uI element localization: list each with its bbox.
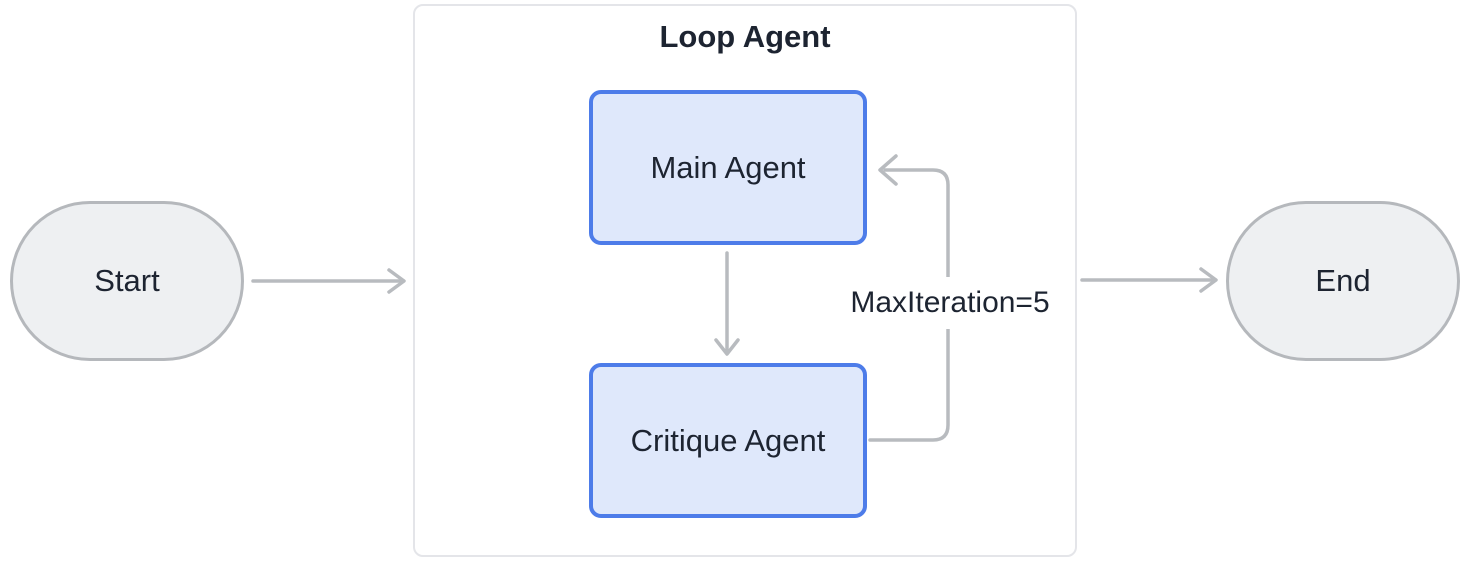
node-critique-agent-label: Critique Agent bbox=[630, 422, 826, 458]
node-main-agent-label: Main Agent bbox=[650, 149, 806, 185]
node-end-label: End bbox=[1315, 263, 1371, 298]
edge-critique-to-main-arrowhead-icon bbox=[878, 154, 898, 186]
loop-agent-title: Loop Agent bbox=[659, 19, 831, 54]
node-end: End bbox=[1226, 201, 1460, 361]
loop-edge-label: MaxIteration=5 bbox=[840, 277, 1060, 329]
node-start-label: Start bbox=[94, 263, 160, 298]
node-start: Start bbox=[10, 201, 244, 361]
edge-start-to-loop-agent-arrowhead-icon bbox=[387, 268, 406, 294]
edge-main-to-critique-arrowhead-icon bbox=[714, 338, 740, 356]
node-critique-agent: Critique Agent bbox=[589, 363, 867, 518]
edge-loop-agent-to-end-arrowhead-icon bbox=[1199, 267, 1218, 293]
node-main-agent: Main Agent bbox=[589, 90, 867, 245]
loop-agent-container: Loop Agent bbox=[413, 4, 1077, 557]
